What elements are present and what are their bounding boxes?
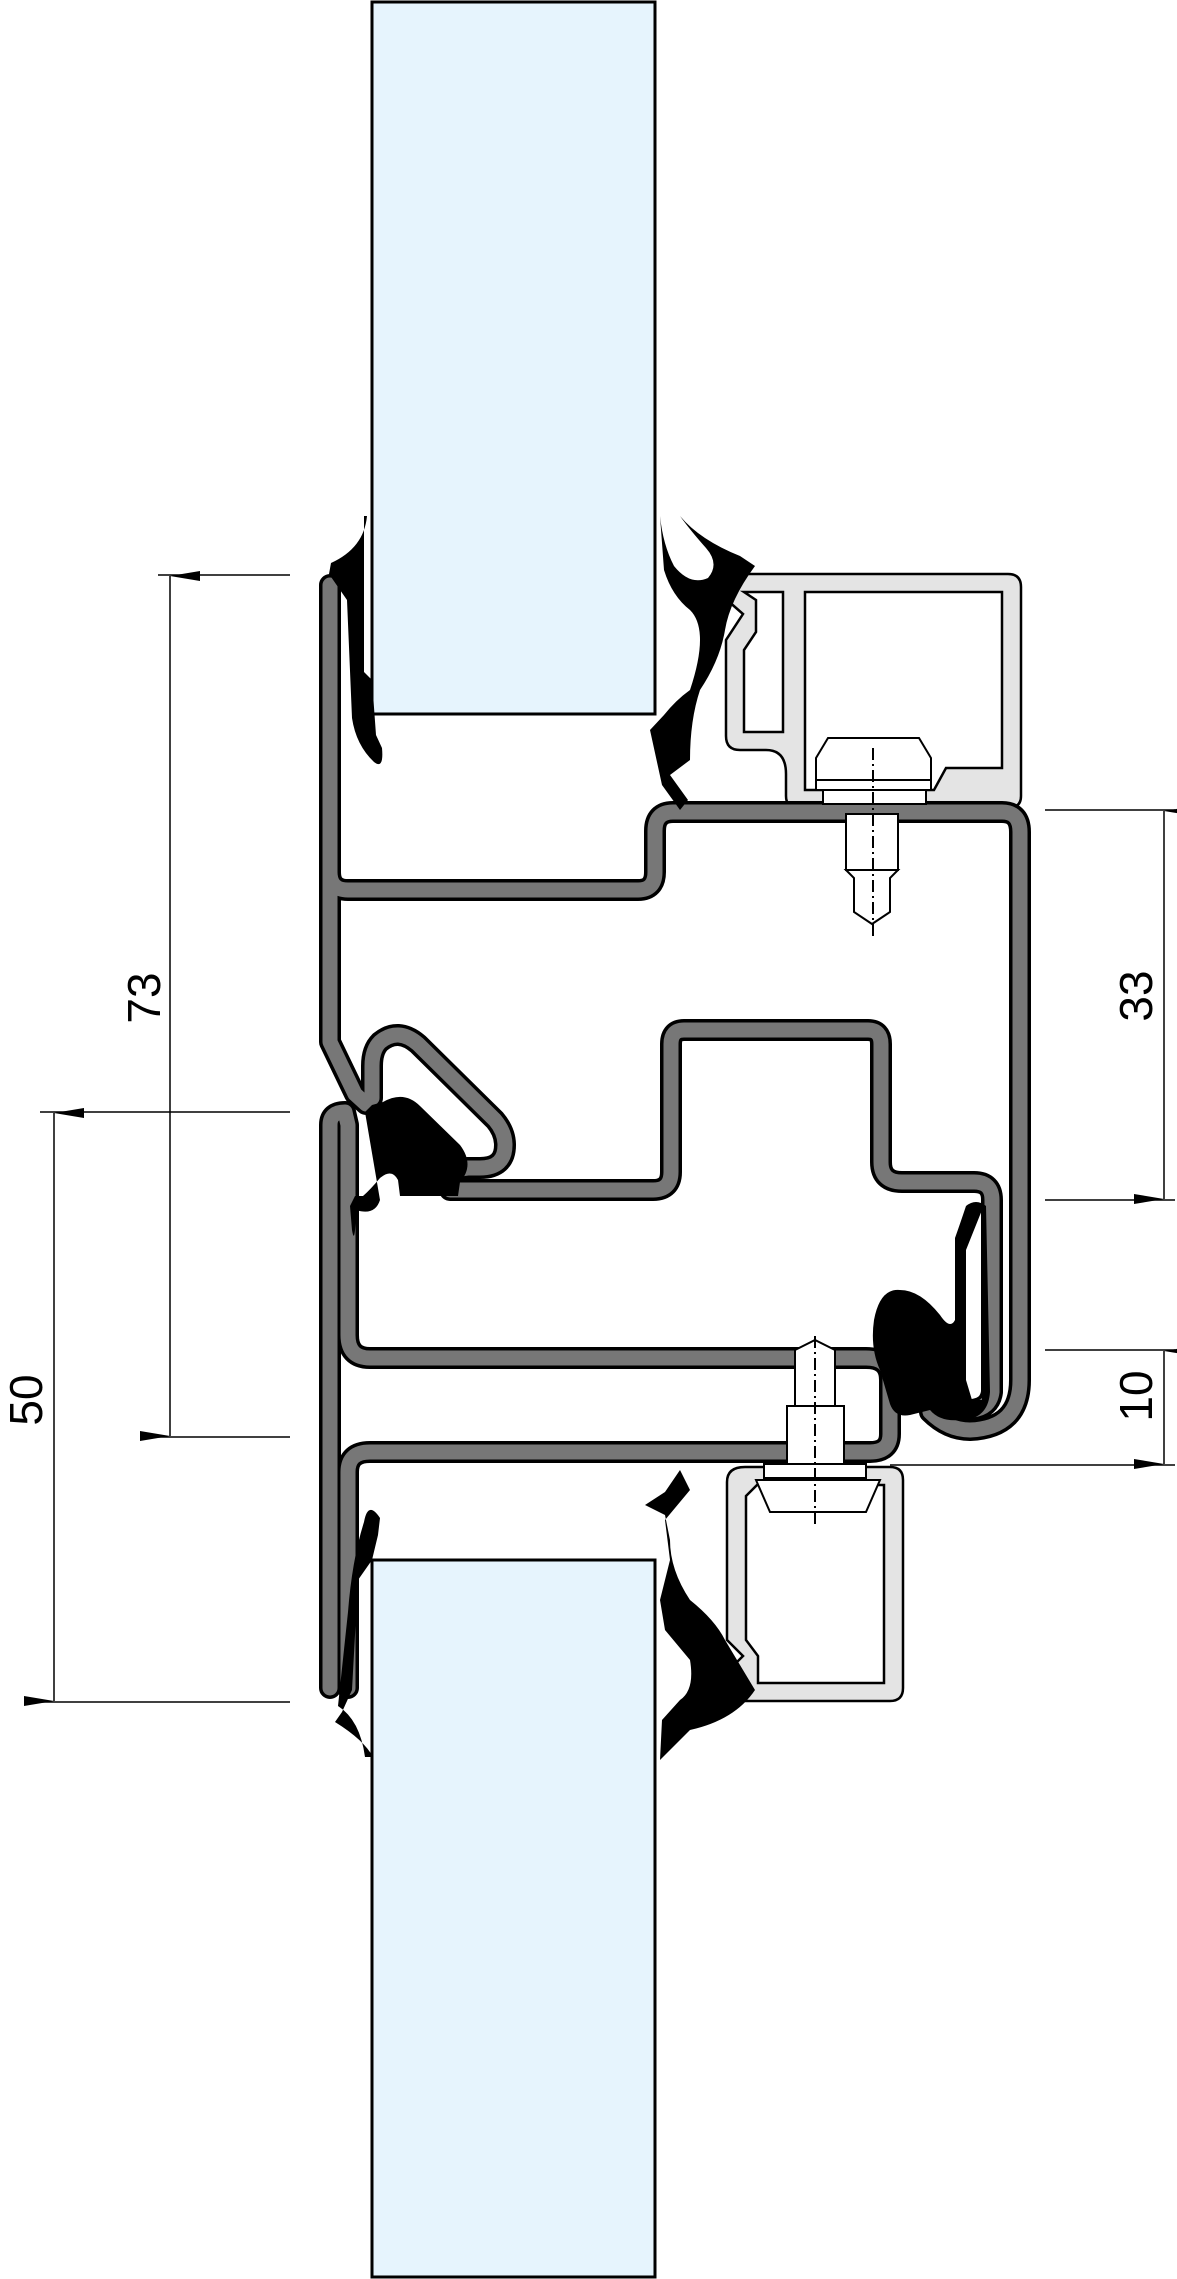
upper-screw (815, 737, 932, 936)
lower-left-gasket (335, 1509, 380, 1757)
lower-screw (754, 1336, 882, 1528)
gaskets (329, 516, 990, 1760)
dimension-label-10: 10 (1110, 1370, 1162, 1421)
dimension-label-73: 73 (118, 972, 170, 1023)
lower-glazing-bead (725, 1465, 905, 1703)
center-gasket (350, 1096, 468, 1236)
main-frame-profile (319, 574, 1031, 1441)
lower-glass-pane (370, 1558, 657, 2279)
upper-glass-pane (370, 0, 657, 716)
right-drainage-gasket (872, 1202, 990, 1421)
dimension-lines (24, 571, 1177, 1706)
upper-left-gasket (329, 516, 383, 765)
upper-right-gasket (650, 516, 755, 810)
dimension-label-50: 50 (0, 1374, 52, 1425)
dimension-label-33: 33 (1110, 970, 1162, 1021)
lower-right-gasket (645, 1470, 755, 1760)
